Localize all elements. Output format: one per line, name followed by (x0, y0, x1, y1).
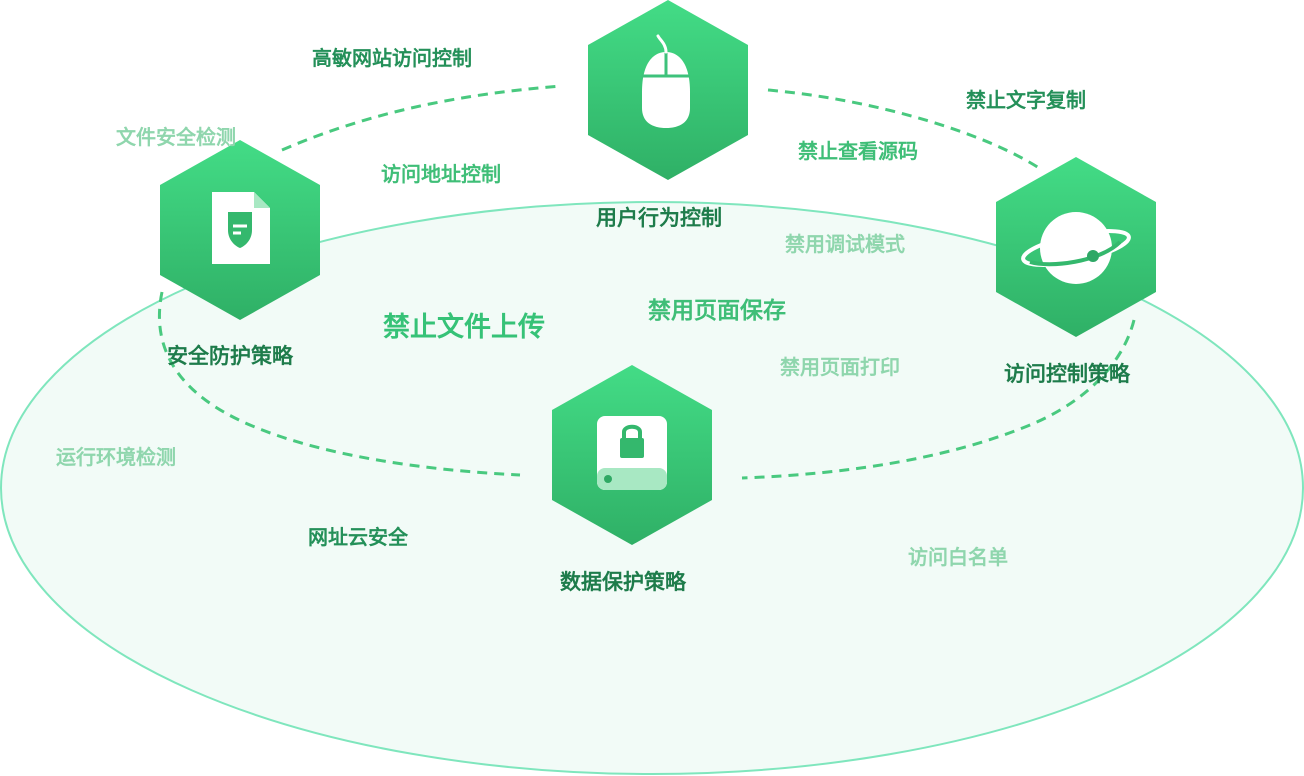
label-no-view-source: 禁止查看源码 (798, 139, 918, 163)
node-data (552, 365, 712, 545)
label-sensitive-site: 高敏网站访问控制 (312, 46, 472, 70)
orbit-segment-right (741, 319, 1136, 480)
user-behavior-title: 用户行为控制 (596, 206, 722, 230)
node-security (160, 140, 320, 320)
label-whitelist: 访问白名单 (908, 545, 1008, 569)
label-url-cloud: 网址云安全 (308, 525, 408, 549)
planet-icon (1021, 212, 1131, 284)
security-title: 安全防护策略 (167, 344, 293, 368)
node-user-behavior (588, 0, 748, 180)
label-no-upload: 禁止文件上传 (383, 312, 545, 343)
label-file-check: 文件安全检测 (116, 125, 236, 149)
label-no-save: 禁用页面保存 (648, 298, 786, 324)
orbit-segment-top-right (767, 88, 1043, 172)
document-shield-icon (212, 192, 270, 264)
label-address-control: 访问地址控制 (381, 162, 501, 186)
label-no-debug: 禁用调试模式 (785, 232, 905, 256)
node-access (996, 157, 1156, 337)
lock-drive-icon (597, 416, 667, 490)
orbit-segment-top-left (281, 84, 563, 152)
label-env-check: 运行环境检测 (56, 445, 176, 469)
mouse-icon (642, 34, 690, 128)
access-title: 访问控制策略 (1004, 362, 1130, 386)
data-title: 数据保护策略 (560, 570, 686, 594)
dashed-orbit (157, 84, 1136, 480)
label-no-print: 禁用页面打印 (780, 355, 900, 379)
label-no-copy: 禁止文字复制 (966, 88, 1086, 112)
orbit-segment-left (157, 291, 521, 477)
